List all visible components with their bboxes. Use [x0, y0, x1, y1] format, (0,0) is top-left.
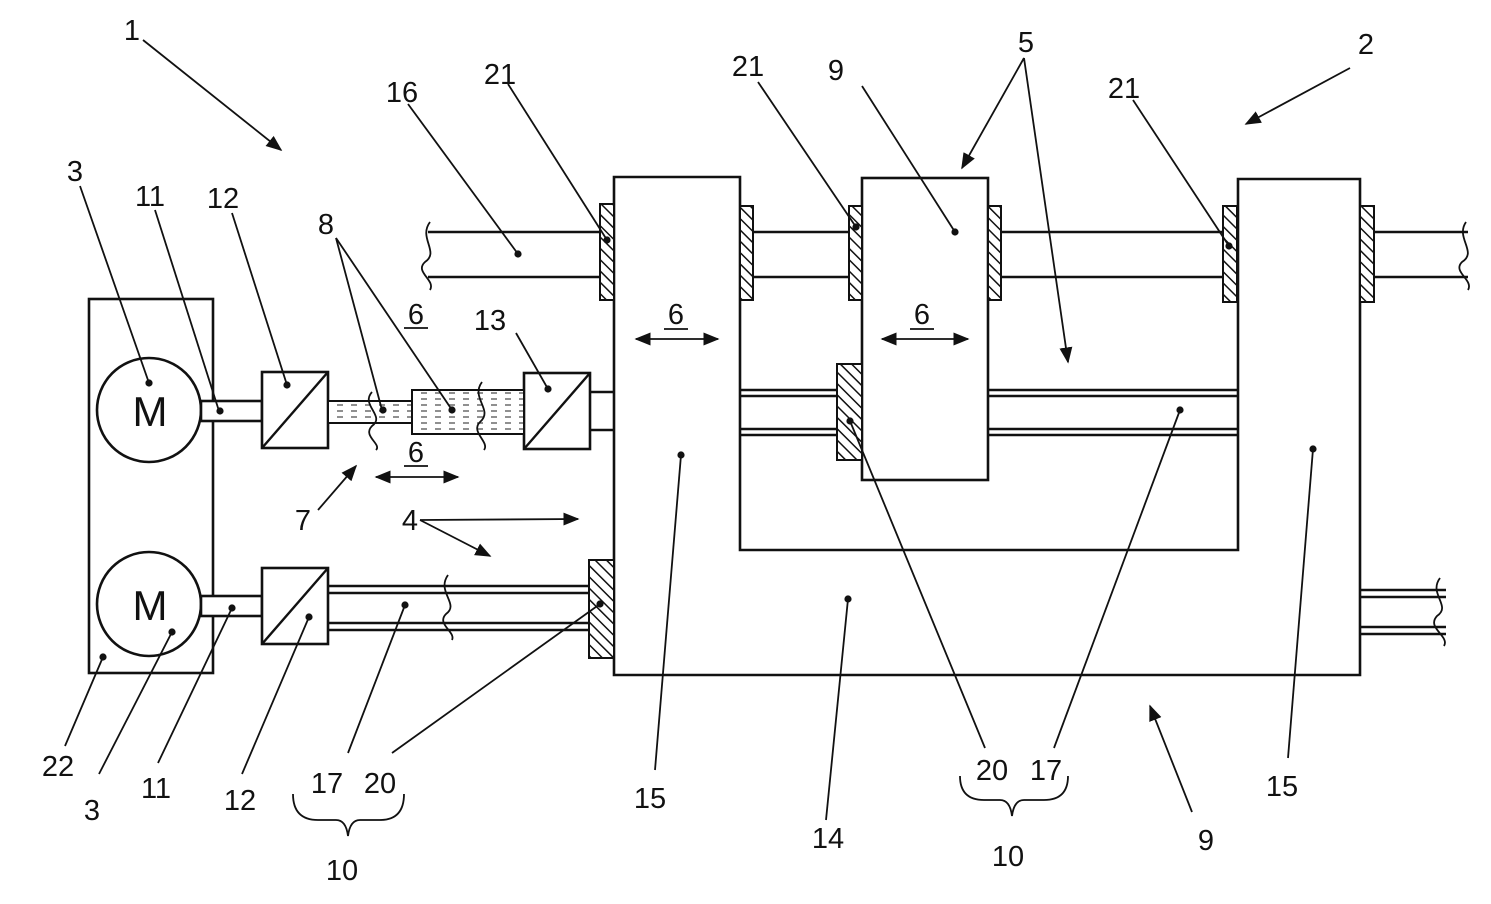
seal-right-outer	[1359, 205, 1375, 303]
label-motion-shaft: 6	[408, 299, 424, 331]
label-motion-housing: 6	[668, 299, 684, 331]
seal-slide-right	[987, 205, 1002, 301]
label-drive-unit: 4	[402, 505, 418, 537]
rail-break-right	[1433, 577, 1446, 647]
label-seal-left: 21	[484, 59, 516, 91]
label-motor-top-ref: 3	[67, 156, 83, 188]
label-guide-left: 17	[311, 768, 343, 800]
label-motion-fluid: 6	[408, 437, 424, 469]
seal-left-outer	[599, 203, 615, 301]
converter-top	[260, 370, 330, 450]
cylinder-converter	[522, 371, 592, 451]
fluid-break-1	[368, 391, 379, 451]
label-shaft-bottom: 11	[141, 773, 171, 805]
label-motion-slide: 6	[914, 299, 930, 331]
label-column-right: 15	[1266, 771, 1298, 803]
label-hydraulic: 7	[295, 505, 311, 537]
motor-bottom-label: M	[133, 582, 168, 629]
rod-break-left	[421, 221, 432, 291]
seal-slide-left	[848, 205, 863, 301]
label-seal-right: 21	[1108, 73, 1140, 105]
label-cylinder: 13	[474, 305, 506, 337]
top-rod	[421, 221, 1470, 291]
label-shaft-top: 11	[135, 181, 165, 213]
seal-left-inner	[739, 205, 754, 301]
motor-top-label: M	[133, 388, 168, 435]
label-base-bottom: 9	[1198, 825, 1214, 857]
motion-arrows	[374, 332, 970, 484]
fluid-line-wide	[411, 389, 525, 435]
rod-break-right	[1458, 221, 1470, 291]
converter-bottom	[260, 566, 330, 646]
machine-frame	[612, 175, 1362, 677]
label-rod-top: 16	[386, 77, 418, 109]
label-guide-group-right: 10	[992, 841, 1024, 873]
label-guide-right: 17	[1030, 755, 1062, 787]
brace-left	[292, 793, 405, 837]
label-machine: 2	[1358, 29, 1374, 61]
lower-right-rail	[1360, 577, 1446, 647]
label-housing: 22	[42, 751, 74, 783]
label-converter-bottom: 12	[224, 785, 256, 817]
label-bearing-left: 20	[364, 768, 396, 800]
label-motor-bottom-ref: 3	[84, 795, 100, 827]
label-axes: 5	[1018, 27, 1034, 59]
leader-dots	[99, 223, 1317, 661]
label-converter-top: 12	[207, 183, 239, 215]
label-device: 1	[124, 15, 140, 47]
seal-right-inner	[1222, 205, 1238, 303]
label-slide-top: 9	[828, 55, 844, 87]
label-guide-group-left: 10	[326, 855, 358, 887]
label-bearing-right: 20	[976, 755, 1008, 787]
fluid-break-2	[476, 381, 487, 451]
label-column-left: 15	[634, 783, 666, 815]
label-frame-base: 14	[812, 823, 844, 855]
bearing-slide	[836, 363, 863, 461]
shaft-top	[199, 399, 264, 423]
guide-break	[442, 574, 454, 641]
brace-right	[959, 775, 1069, 817]
leader-lines	[64, 39, 1351, 821]
label-fluid-lines: 8	[318, 209, 334, 241]
label-seal-mid: 21	[732, 51, 764, 83]
lower-guide-rail	[328, 574, 589, 641]
